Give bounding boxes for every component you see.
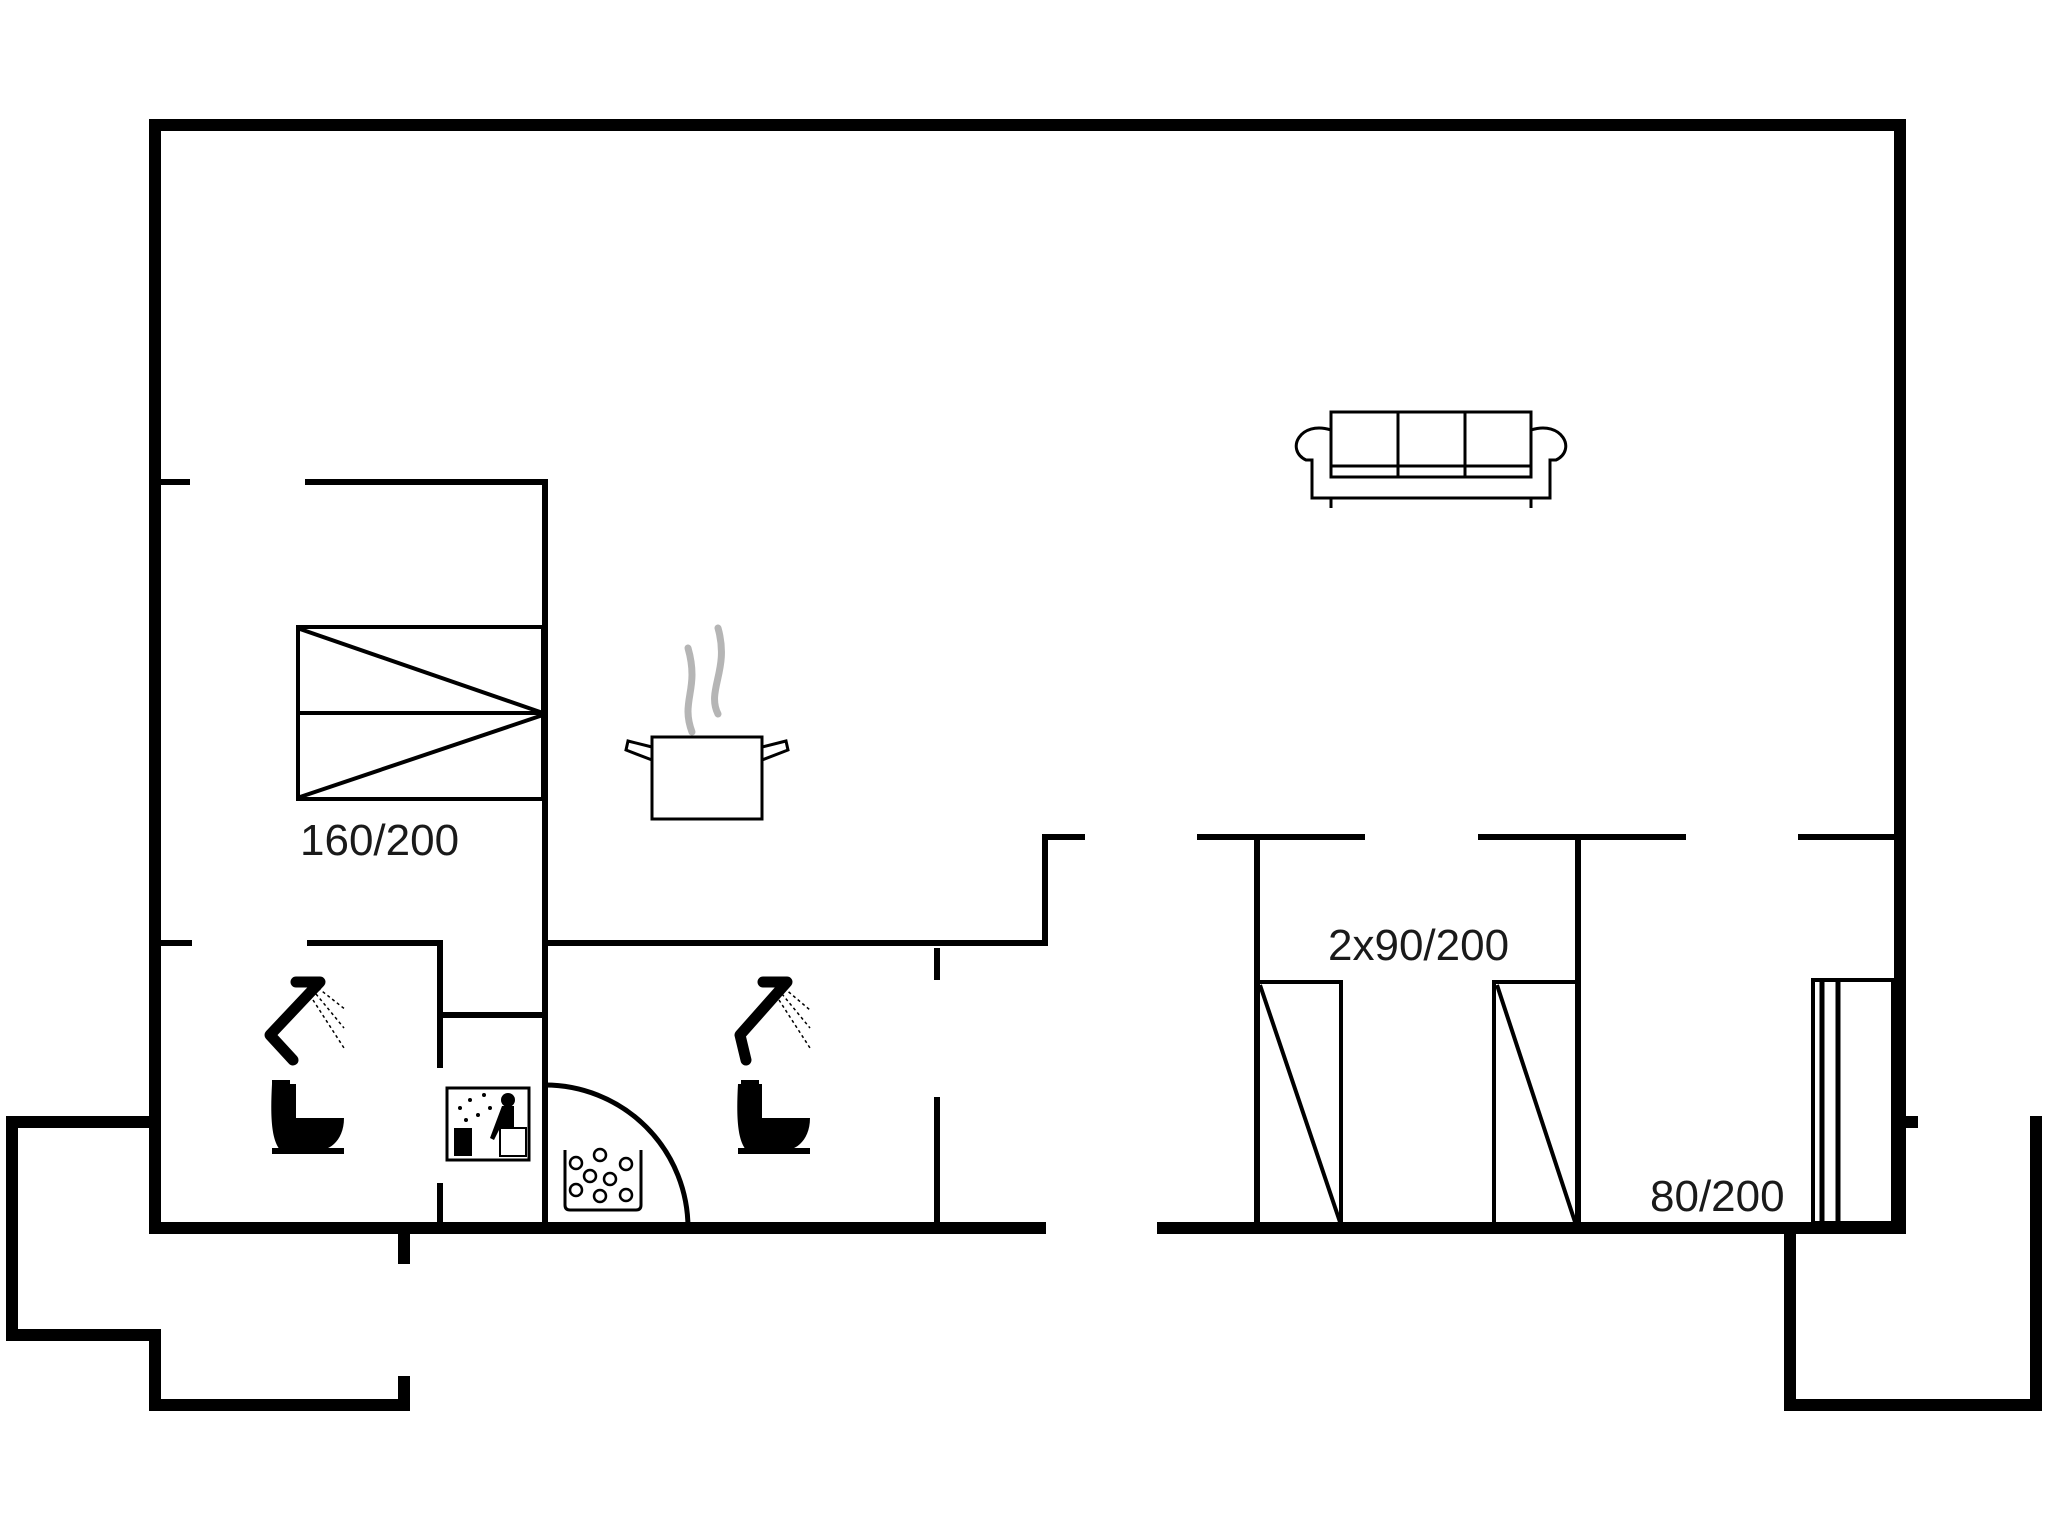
shower-icon	[734, 976, 811, 1066]
cooking-pot-icon	[624, 624, 790, 821]
twin-beds-label: 2x90/200	[1328, 921, 1510, 970]
double-bed-160-200	[296, 625, 545, 801]
toilet-icon	[271, 1080, 344, 1154]
shower-icon	[264, 976, 347, 1066]
twin-beds-90-200	[1255, 980, 1580, 1227]
toilet-icon	[737, 1080, 810, 1154]
sofa-icon	[1294, 410, 1568, 508]
single-bed-80-200	[1811, 978, 1895, 1225]
single-bed-label: 80/200	[1650, 1172, 1785, 1221]
exterior-walls	[6, 119, 2042, 1411]
double-bed-label: 160/200	[300, 816, 460, 865]
whirlpool-icon	[544, 1082, 691, 1229]
sauna-icon	[445, 1086, 531, 1162]
